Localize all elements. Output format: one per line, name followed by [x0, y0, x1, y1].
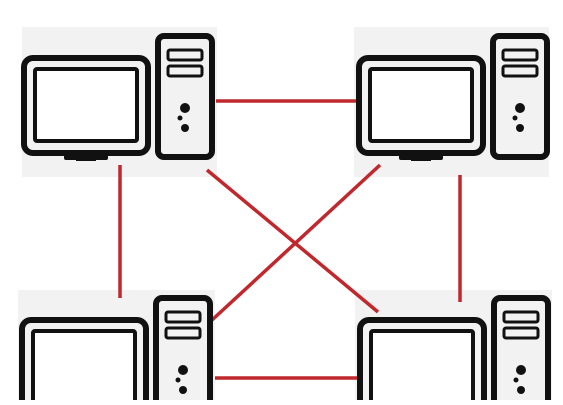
desktop-computer-icon	[357, 295, 551, 405]
indicator-dot	[175, 377, 181, 383]
tower-case	[153, 295, 213, 405]
drive-bay	[501, 64, 539, 78]
power-button	[181, 124, 189, 132]
indicator-dot	[177, 115, 183, 121]
link-computer-top-left-to-computer-bottom-right	[205, 168, 380, 314]
power-led	[178, 365, 188, 375]
drive-bay	[164, 326, 202, 340]
power-led	[515, 103, 525, 113]
monitor-frame	[19, 317, 149, 405]
power-button	[516, 124, 524, 132]
monitor-base	[64, 154, 108, 160]
indicator-dot	[513, 377, 519, 383]
power-button	[179, 386, 187, 394]
indicator-dot	[512, 115, 518, 121]
desktop-computer-icon	[21, 33, 215, 161]
links-layer	[118, 99, 462, 380]
monitor-screen	[33, 67, 139, 143]
drive-bay	[502, 326, 540, 340]
monitor-screen	[369, 329, 475, 405]
tower-case	[491, 295, 551, 405]
drive-bay	[166, 48, 204, 62]
power-led	[516, 365, 526, 375]
drive-bay	[166, 64, 204, 78]
tower-case	[490, 33, 550, 160]
power-button	[517, 386, 525, 394]
drive-bay	[164, 310, 202, 324]
monitor-frame	[357, 317, 487, 405]
nodes-layer	[19, 33, 551, 405]
desktop-computer-icon	[19, 295, 213, 405]
link-computer-top-right-to-computer-bottom-left	[210, 163, 382, 322]
monitor-screen	[31, 329, 137, 405]
drive-bay	[502, 310, 540, 324]
monitor-base	[399, 154, 443, 160]
drive-bay	[501, 48, 539, 62]
tower-case	[155, 33, 215, 160]
power-led	[180, 103, 190, 113]
desktop-computer-icon	[356, 33, 550, 161]
monitor-screen	[368, 67, 474, 143]
